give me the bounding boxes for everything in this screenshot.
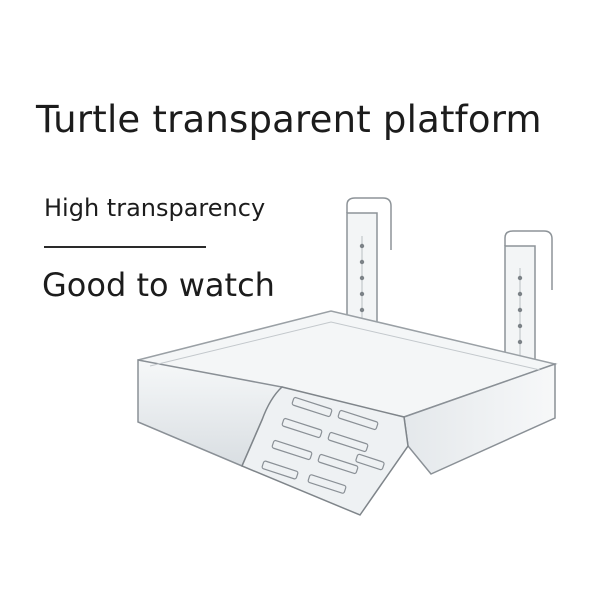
feature-label-watch: Good to watch [42,266,275,304]
slotted-ramp [241,386,409,516]
page-title: Turtle transparent platform [36,98,542,141]
feature-label-transparency: High transparency [44,194,266,222]
divider [44,246,206,248]
